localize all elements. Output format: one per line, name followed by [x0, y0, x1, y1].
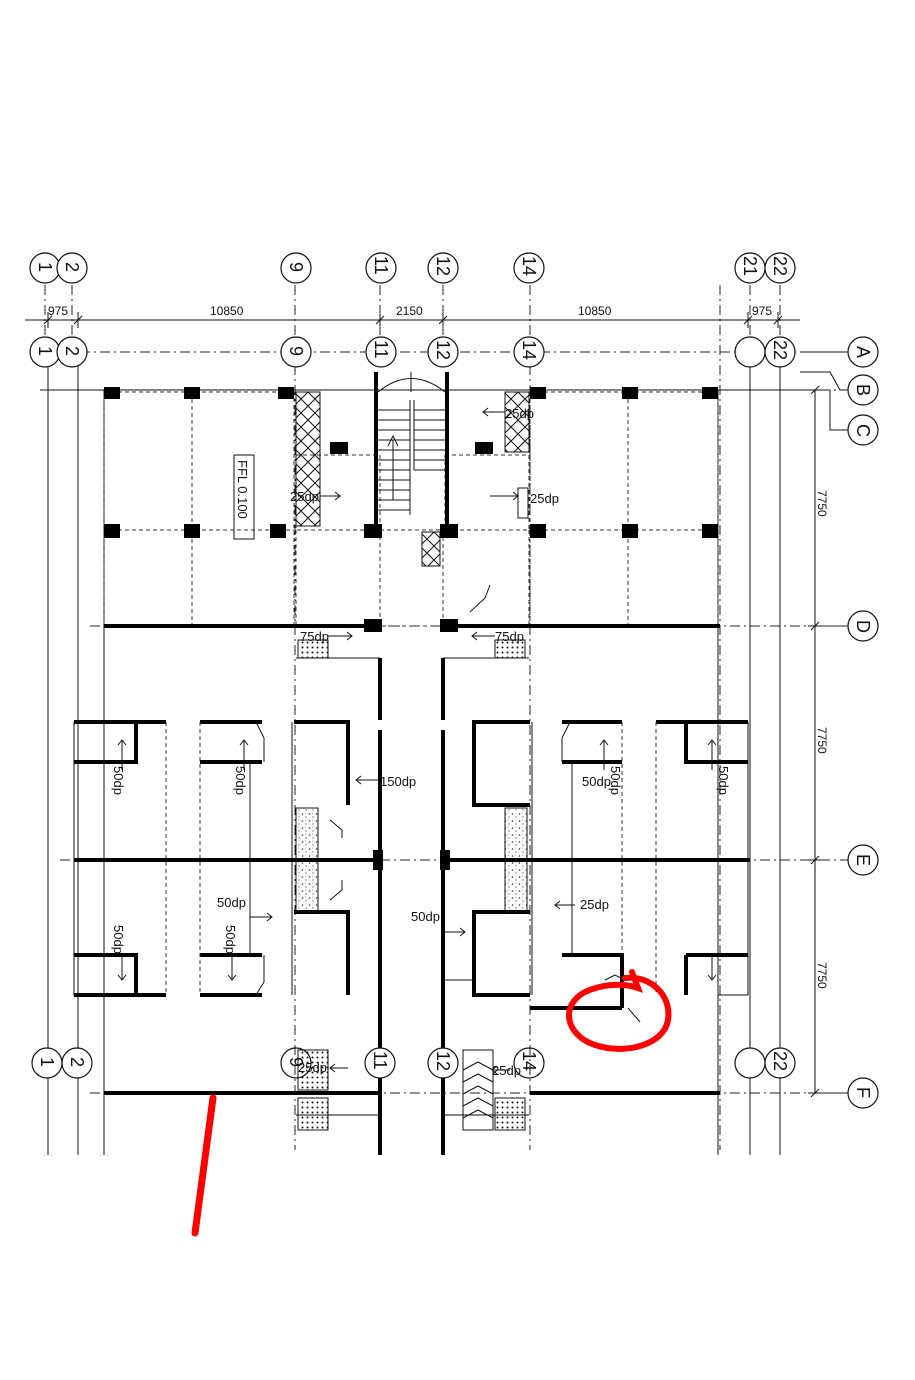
grid-label-top-22: 22 [770, 256, 790, 276]
label-50dp-v3: 50dp [608, 766, 623, 795]
label-75dp-b: 75dp [495, 629, 524, 644]
label-50dp-v1: 50dp [111, 766, 126, 795]
grid-label-row2-1: 1 [35, 346, 55, 356]
grid-label-row2-14: 14 [519, 340, 539, 360]
label-50dp-v4: 50dp [716, 766, 731, 795]
label-50dp-h1: 50dp [582, 774, 611, 789]
pad-bottom-left-b [297, 1097, 329, 1131]
staircase [374, 372, 449, 525]
grid-label-D: D [853, 620, 873, 633]
grid-label-E: E [853, 854, 873, 866]
duct-right [504, 807, 528, 913]
grid-label-B: B [853, 384, 873, 396]
grid-label-row2-11: 11 [371, 340, 391, 359]
riser-hatch [421, 531, 441, 567]
dim-7750-3: 7750 [815, 962, 829, 989]
grid-bubbles-bottom: 1 2 9 11 12 14 22 [31, 1047, 796, 1079]
label-50dp-v5: 50dp [111, 925, 126, 954]
dimension-line-vertical: 7750 7750 7750 [808, 385, 829, 1098]
door-swings [255, 584, 641, 1023]
pad-75-left [297, 639, 329, 659]
grid-label-top-9: 9 [286, 262, 306, 272]
label-25dp-f: 25dp [492, 1063, 521, 1078]
dim-7750-2: 7750 [815, 727, 829, 754]
label-25dp-a: 25dp [505, 406, 534, 421]
columns [104, 387, 718, 870]
label-150dp: 150dp [380, 774, 416, 789]
dim-10850-right: 10850 [578, 304, 612, 318]
label-25dp-e: 25dp [298, 1060, 327, 1075]
label-25dp-c: 25dp [530, 491, 559, 506]
label-50dp-v2: 50dp [233, 766, 248, 795]
grid-lines [40, 285, 870, 1150]
grid-label-row2-12: 12 [433, 340, 453, 360]
grid-label-bottom-2: 2 [67, 1057, 87, 1067]
grid-label-bottom-14: 14 [519, 1051, 539, 1071]
grid-label-bottom-11: 11 [370, 1051, 390, 1070]
grid-label-A: A [853, 346, 873, 358]
zigzag-fill [462, 1049, 494, 1131]
shaft-hatch-left [295, 391, 321, 527]
dim-975-left: 975 [48, 304, 68, 318]
dimension-line-horizontal: 975 10850 2150 10850 975 [25, 304, 800, 328]
grid-label-C: C [853, 424, 873, 437]
label-50dp-h2: 50dp [217, 895, 246, 910]
grid-label-top-11: 11 [371, 256, 391, 275]
grid-label-top-21: 21 [740, 256, 760, 276]
ffl-text: FFL 0.100 [235, 460, 250, 519]
grid-label-F: F [853, 1087, 873, 1098]
grid-label-row2-2: 2 [62, 346, 82, 356]
dim-2150: 2150 [396, 304, 423, 318]
dim-7750-1: 7750 [815, 490, 829, 517]
grid-label-bottom-12: 12 [433, 1051, 453, 1071]
pad-bottom-right [494, 1097, 526, 1131]
walls [74, 624, 750, 1155]
top-rooms [103, 391, 719, 627]
label-50dp-v6: 50dp [223, 925, 238, 954]
grid-label-top-14: 14 [519, 256, 539, 276]
grid-label-row2-9: 9 [286, 346, 306, 356]
dp-labels: 25dp 25dp 25dp 75dp 75dp 150dp 50dp 50dp… [111, 406, 731, 1078]
red-circle-markup[interactable] [566, 969, 672, 1052]
grid-bubbles-second-row: 1 2 9 11 12 14 22 [29, 336, 796, 368]
pad-75-right [494, 639, 526, 659]
grid-label-bottom-1: 1 [37, 1057, 57, 1067]
slope-arrows [117, 407, 717, 1075]
grid-label-top-12: 12 [433, 256, 453, 276]
grid-label-row2-22: 22 [770, 340, 790, 360]
red-line-markup[interactable] [191, 1094, 217, 1237]
grid-label-bottom-22: 22 [770, 1051, 790, 1071]
dim-975-right: 975 [752, 304, 772, 318]
shaft-hatch-right [504, 391, 530, 453]
label-75dp-a: 75dp [300, 629, 329, 644]
label-25dp-b: 25dp [290, 489, 319, 504]
mid-rooms [73, 657, 749, 1116]
ffl-label: FFL 0.100 [233, 454, 255, 540]
grid-label-top-1: 1 [35, 262, 55, 272]
pad-bottom-left-a [297, 1049, 329, 1091]
label-25dp-d: 25dp [580, 897, 609, 912]
grid-label-bottom-9: 9 [286, 1057, 306, 1067]
dim-10850-left: 10850 [210, 304, 244, 318]
grid-bubbles-top: 1 2 9 11 12 14 21 22 [29, 252, 796, 352]
grid-label-top-2: 2 [62, 262, 82, 272]
label-50dp-h3: 50dp [411, 909, 440, 924]
duct-left [295, 807, 319, 913]
grid-bubbles-right: A B C D E F [800, 336, 879, 1109]
